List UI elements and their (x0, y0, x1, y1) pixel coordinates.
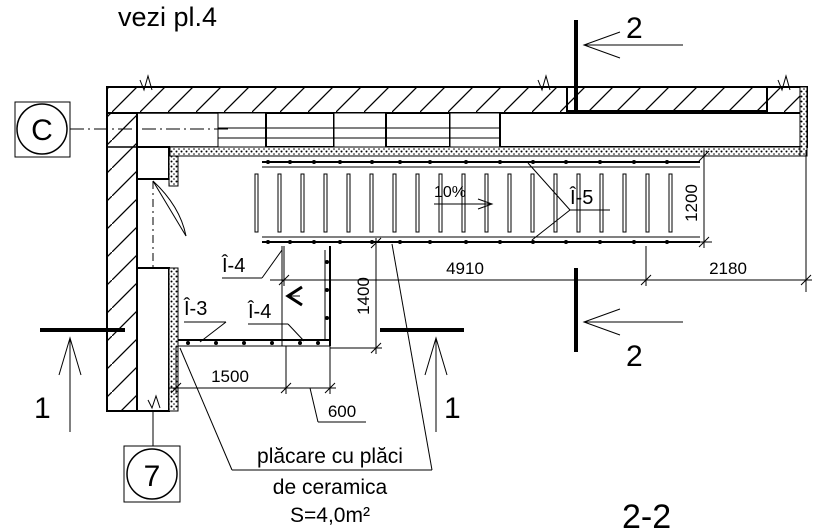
axis-7-label: 7 (144, 460, 161, 493)
dimension-1200: 1200 (682, 150, 712, 248)
note-line-1: plăcare cu plăci (257, 445, 403, 468)
section-1-left-marker: 1 (34, 328, 125, 432)
section-1-right-label: 1 (444, 392, 461, 425)
mark-i4-bottom: Î-4 (247, 300, 271, 323)
dim-2180: 2180 (709, 259, 747, 278)
section-1-right-marker: 1 (380, 328, 464, 432)
wall-openings (106, 112, 808, 148)
mark-i4-top: Î-4 (221, 254, 245, 277)
grating-slots (254, 173, 673, 233)
mark-i4-top-leader: Î-4 (221, 249, 283, 279)
mark-i3: Î-3 (183, 297, 207, 320)
dim-1400: 1400 (354, 277, 373, 315)
section-2-top-label: 2 (626, 12, 643, 45)
wall-niche (566, 86, 768, 112)
dim-600: 600 (328, 402, 356, 421)
axis-7-marker: 7 (123, 411, 181, 503)
dim-1500: 1500 (211, 367, 249, 386)
section-2-bottom-label: 2 (626, 340, 643, 373)
ceramic-note: plăcare cu plăci de ceramica S=4,0m² (179, 243, 433, 527)
left-wall (106, 112, 187, 412)
dim-1200: 1200 (682, 184, 701, 222)
dimension-2180: 2180 (709, 150, 812, 292)
lower-channel (178, 246, 331, 347)
dim-4910: 4910 (446, 259, 484, 278)
section-title: 2-2 (622, 498, 671, 529)
slope-arrow: 10% (434, 184, 494, 210)
note-line-2: de ceramica (273, 476, 388, 499)
section-2-bottom-marker: 2 (574, 268, 683, 373)
mark-i5: Î-5 (569, 186, 593, 209)
note-line-3: S=4,0m² (290, 504, 370, 527)
section-2-top-marker: 2 (574, 12, 683, 110)
mark-i3-leader: Î-3 (183, 297, 227, 343)
dimension-1500-600: 1500 600 (168, 346, 366, 423)
reference-note: vezi pl.4 (118, 2, 217, 32)
dimension-1400: 1400 (330, 237, 382, 354)
mark-i4-bottom-leader: Î-4 (247, 300, 305, 342)
axis-c-marker: C (14, 101, 230, 158)
slope-label: 10% (434, 184, 466, 201)
section-1-left-label: 1 (34, 392, 51, 425)
axis-c-label: C (31, 114, 53, 147)
mark-i5-leader: Î-5 (527, 162, 610, 241)
grating-studs (266, 160, 669, 244)
dimension-4910: 4910 (270, 246, 812, 286)
drain-channel (254, 160, 700, 244)
